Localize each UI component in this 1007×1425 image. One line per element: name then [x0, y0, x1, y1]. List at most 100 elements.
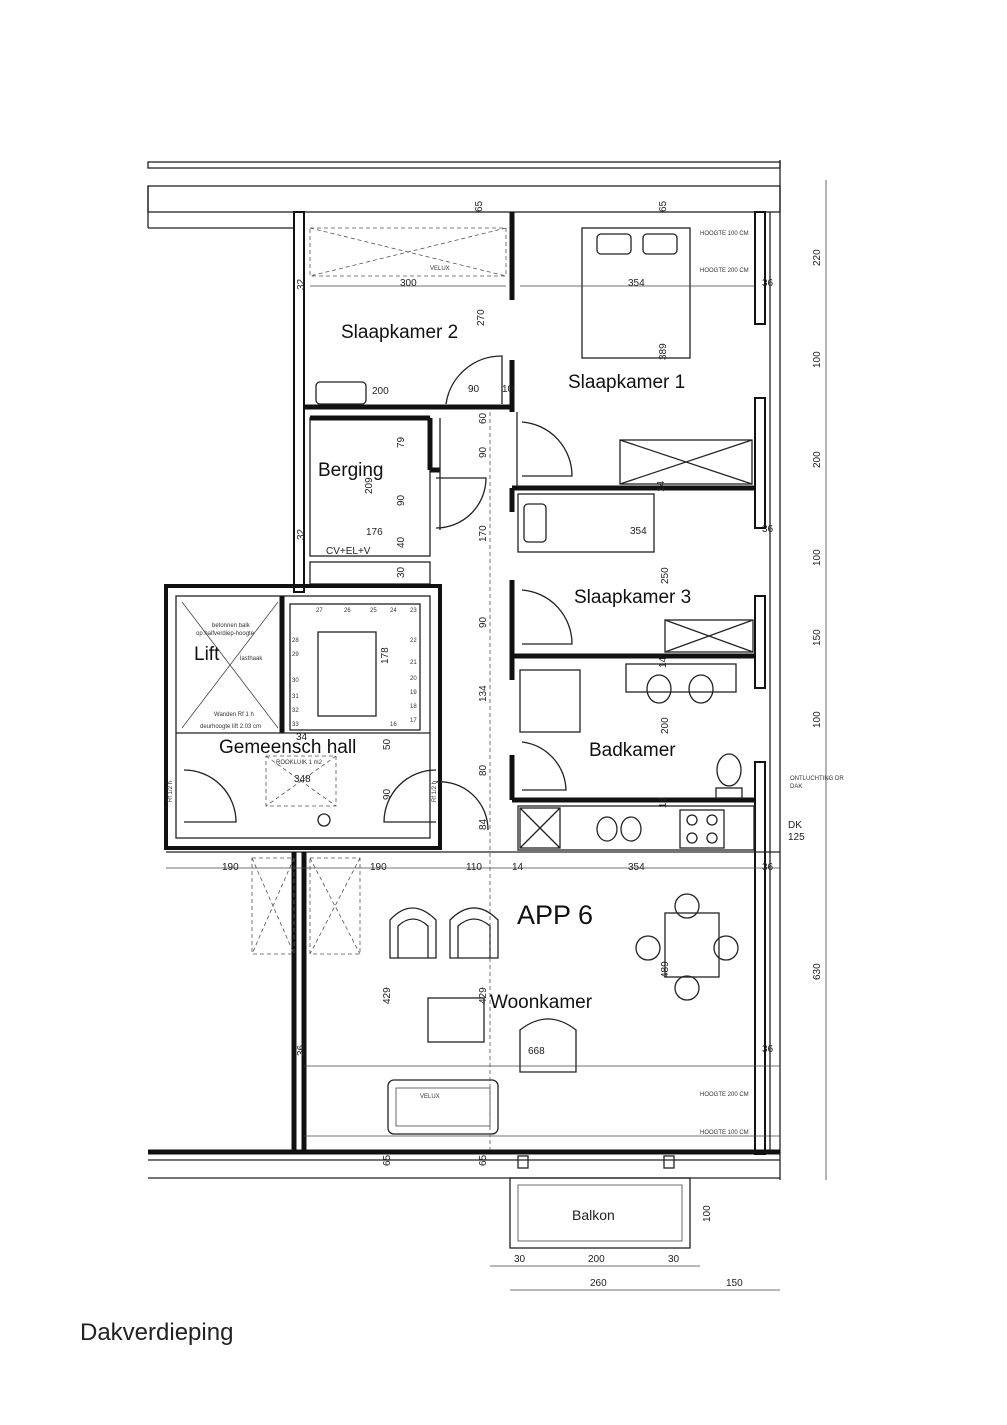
- dim-int: 668: [528, 1046, 545, 1057]
- dim-36-top: 36: [762, 278, 774, 289]
- label-lift: Lift: [194, 644, 220, 665]
- dim-right-100b: 100: [812, 549, 823, 566]
- stair-step: 31: [292, 694, 299, 700]
- dim-14: 14: [512, 862, 524, 873]
- note-dk-value: 125: [788, 832, 805, 843]
- stair-step: 28: [292, 638, 299, 644]
- dim-int: 134: [478, 685, 489, 702]
- dim-int: 36: [762, 1044, 774, 1055]
- dim-int: 84: [478, 818, 489, 830]
- label-hall: Gemeensch hall: [219, 737, 356, 758]
- stair-numbers: 27 26 25 24 23 22 28 21 29 20 30 19 31 1…: [292, 608, 417, 728]
- dining-table: [664, 912, 720, 978]
- stair-step: 26: [344, 608, 351, 614]
- stair-step: 19: [410, 690, 417, 696]
- dim-int: 60: [478, 412, 489, 424]
- dim-int: 389: [658, 343, 669, 360]
- dim-int: 270: [476, 309, 487, 326]
- note-lift4: Wanden Rf 1 h: [214, 712, 254, 718]
- balcony: [509, 1155, 691, 1249]
- stair-step: 20: [410, 676, 417, 682]
- armchair-1: [389, 907, 437, 959]
- dim-int: 65: [658, 200, 669, 212]
- dim-right-220: 220: [812, 249, 823, 266]
- wardrobe-sk1: [619, 439, 753, 485]
- notes: HOOGTE 100 CM HOOGTE 200 CM VELUX HOOGTE…: [168, 231, 844, 1136]
- dimension-lines: [166, 180, 827, 1291]
- staircase: [289, 603, 421, 731]
- label-slaapkamer3: Slaapkamer 3: [574, 587, 691, 608]
- label-berging: Berging: [318, 460, 384, 481]
- rookluik: [265, 755, 337, 807]
- dim-36-mid: 36: [762, 862, 774, 873]
- dim-int: 90: [468, 384, 480, 395]
- dim-int: 429: [478, 987, 489, 1004]
- dim-int: 65: [382, 1154, 393, 1166]
- dim-110: 110: [466, 862, 482, 873]
- stair-step: 24: [390, 608, 397, 614]
- double-sink: [625, 663, 737, 693]
- dim-int: 40: [396, 536, 407, 548]
- stair-step: 29: [292, 652, 299, 658]
- dim-int: 50: [382, 738, 393, 750]
- furniture: [181, 227, 755, 1135]
- stair-step: 17: [410, 718, 417, 724]
- note-hoogte100-bottom: HOOGTE 100 CM: [700, 1130, 749, 1136]
- dim-100-balcony: 100: [702, 1205, 713, 1222]
- dim-190a: 190: [222, 862, 239, 873]
- dim-200-bottom: 200: [588, 1254, 605, 1265]
- dim-right-100c: 100: [812, 711, 823, 728]
- dim-right-630: 630: [812, 963, 823, 980]
- note-lift2: op halfverdiep-hoogte: [196, 631, 255, 637]
- dim-right-150: 150: [812, 629, 823, 646]
- dim-int: 14: [658, 656, 669, 668]
- armchair-2: [449, 907, 499, 959]
- dim-int: 209: [364, 477, 375, 494]
- note-hoogte200-top: HOOGTE 200 CM: [700, 268, 749, 274]
- note-rf-left: Rf 1/2 h: [168, 781, 174, 802]
- label-cv: CV+EL+V: [326, 546, 371, 557]
- note-hoogte100-top: HOOGTE 100 CM: [700, 231, 749, 237]
- dim-int: 32: [296, 278, 307, 290]
- double-bed: [581, 227, 691, 359]
- note-rookluik: ROOKLUIK 1 m2: [276, 760, 323, 766]
- dim-int: 250: [660, 567, 671, 584]
- dim-int: 200: [660, 717, 671, 734]
- dim-int: 90: [396, 494, 407, 506]
- wardrobe-sk3: [664, 619, 754, 653]
- dim-right-100a: 100: [812, 351, 823, 368]
- room-labels: Slaapkamer 2 Slaapkamer 1 Berging CV+EL+…: [194, 322, 691, 1223]
- dim-int: 14: [656, 480, 667, 492]
- stair-step: 21: [410, 660, 417, 666]
- dim-int: 10: [502, 384, 514, 395]
- label-slaapkamer2: Slaapkamer 2: [341, 322, 458, 343]
- dim-right-200: 200: [812, 451, 823, 468]
- dim-int: 30: [396, 566, 407, 578]
- dim-30a: 30: [514, 1254, 526, 1265]
- dim-260: 260: [590, 1278, 607, 1289]
- kitchen-counter: [517, 805, 755, 851]
- stair-step: 33: [292, 722, 299, 728]
- dim-int: 36: [762, 524, 774, 535]
- note-velux-bottom: VELUX: [420, 1094, 440, 1100]
- dim-int: 90: [478, 446, 489, 458]
- shower: [519, 669, 581, 733]
- stair-step: 32: [292, 708, 299, 714]
- dim-int: 170: [478, 525, 489, 542]
- dim-300: 300: [400, 278, 417, 289]
- label-badkamer: Badkamer: [589, 740, 676, 761]
- note-dk: DK: [788, 820, 802, 831]
- single-bed-sk2: [315, 381, 367, 405]
- velux-window-bottom: [387, 1079, 499, 1135]
- dim-int: 65: [474, 200, 485, 212]
- dim-int: 80: [478, 764, 489, 776]
- dim-354-top: 354: [628, 278, 645, 289]
- dim-int: 32: [296, 528, 307, 540]
- armchair-3: [519, 1018, 577, 1073]
- stair-step: 30: [292, 678, 299, 684]
- dim-int: 36: [296, 1044, 307, 1056]
- walls: [148, 160, 781, 1180]
- stair-step: 27: [316, 608, 323, 614]
